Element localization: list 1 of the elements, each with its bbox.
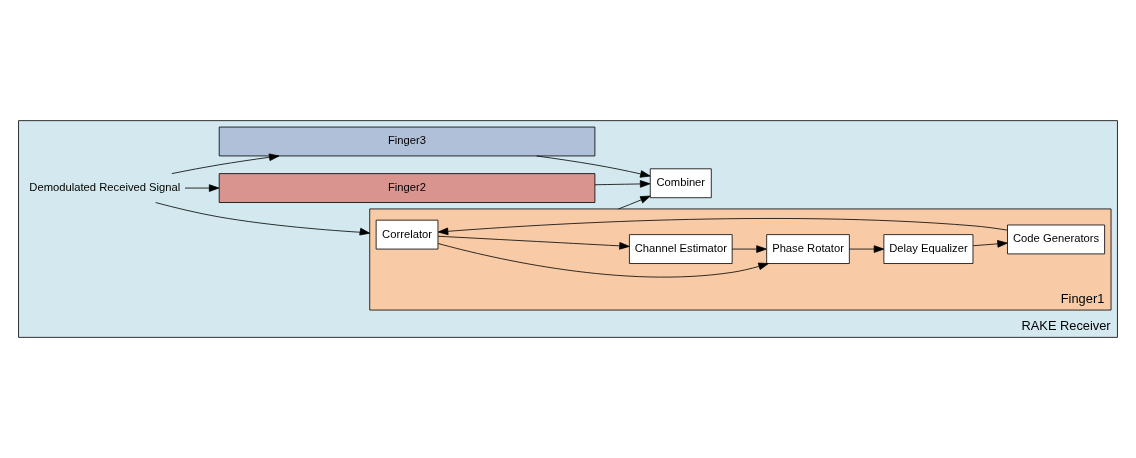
node-text: Demodulated Received Signal bbox=[29, 181, 181, 194]
